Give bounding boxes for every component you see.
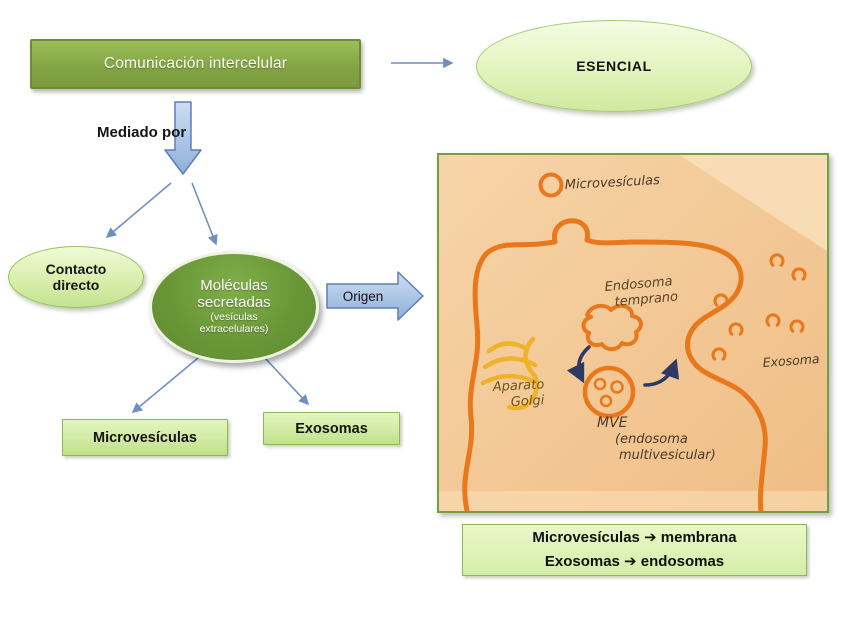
moleculas-line2: secretadas xyxy=(197,294,271,312)
caption-line-microvesiculas: Microvesículas ➔ membrana xyxy=(532,529,737,546)
arrow-to-contacto xyxy=(105,182,172,239)
contacto-directo-label: Contacto directo xyxy=(45,260,107,293)
sketch-label-mve: MVE xyxy=(597,415,628,431)
moleculas-secretadas-ellipse: Moléculas secretadas (vesículas extracel… xyxy=(149,251,319,363)
moleculas-line3: (vesículas xyxy=(210,311,258,324)
early-endosome-blob xyxy=(581,303,643,352)
microvesiculas-box: Microvesículas xyxy=(62,419,228,456)
mve-inner-vesicle xyxy=(610,380,624,394)
sketch-label-temprano: temprano xyxy=(614,290,679,310)
caption-box: Microvesículas ➔ membrana Exosomas ➔ end… xyxy=(462,524,807,576)
moleculas-line1: Moléculas xyxy=(200,277,268,295)
sketch-label-endosoma-multi2: multivesicular) xyxy=(619,448,716,463)
free-microvesicle xyxy=(538,172,564,198)
esencial-label: ESENCIAL xyxy=(576,58,652,74)
sketch-label-exosoma: Exosoma xyxy=(762,351,820,370)
paper-light-corner xyxy=(679,155,827,251)
comunicacion-intercelular-box: Comunicación intercelular xyxy=(30,39,361,89)
sketch-label-microvesiculas: Microvesículas xyxy=(564,173,660,193)
mve-circle xyxy=(582,365,636,419)
mediado-por-label: Mediado por xyxy=(97,124,187,141)
comunicacion-intercelular-label: Comunicación intercelular xyxy=(103,55,288,72)
origen-arrow-label: Origen xyxy=(342,288,384,304)
transport-arrow-endosome-to-mve xyxy=(566,345,591,384)
arrow-to-exosomas xyxy=(263,356,310,406)
arrow-to-moleculas xyxy=(191,182,218,246)
hand-drawn-cell-sketch: Microvesículas Endosoma temprano Aparato… xyxy=(437,153,829,513)
exosomas-box: Exosomas xyxy=(263,412,400,445)
golgi-squiggles xyxy=(480,336,540,411)
sketch-label-golgi: Golgi xyxy=(510,393,545,410)
microvesiculas-box-label: Microvesículas xyxy=(93,429,197,446)
sketch-label-aparato: Aparato xyxy=(491,377,544,395)
arrow-to-microvesiculas xyxy=(131,357,199,413)
paper-light-bottom xyxy=(439,491,827,511)
contacto-directo-ellipse: Contacto directo xyxy=(8,246,144,308)
cell-sketch-drawing: Microvesículas Endosoma temprano Aparato… xyxy=(439,155,827,511)
exosomas-box-label: Exosomas xyxy=(295,420,368,437)
caption-line-exosomas: Exosomas ➔ endosomas xyxy=(544,553,725,570)
sketch-label-endosoma-multi1: (endosoma xyxy=(615,432,688,447)
moleculas-line4: extracelulares) xyxy=(199,322,269,335)
mve-inner-vesicle xyxy=(593,377,607,391)
sketch-label-endosoma: Endosoma xyxy=(604,274,673,295)
mve-inner-vesicle xyxy=(599,394,613,408)
transport-arrow-mve-to-membrane xyxy=(643,358,680,387)
exosome-vesicles xyxy=(711,253,807,361)
esencial-ellipse: ESENCIAL xyxy=(476,20,752,112)
cell-membrane-outline xyxy=(462,218,768,511)
